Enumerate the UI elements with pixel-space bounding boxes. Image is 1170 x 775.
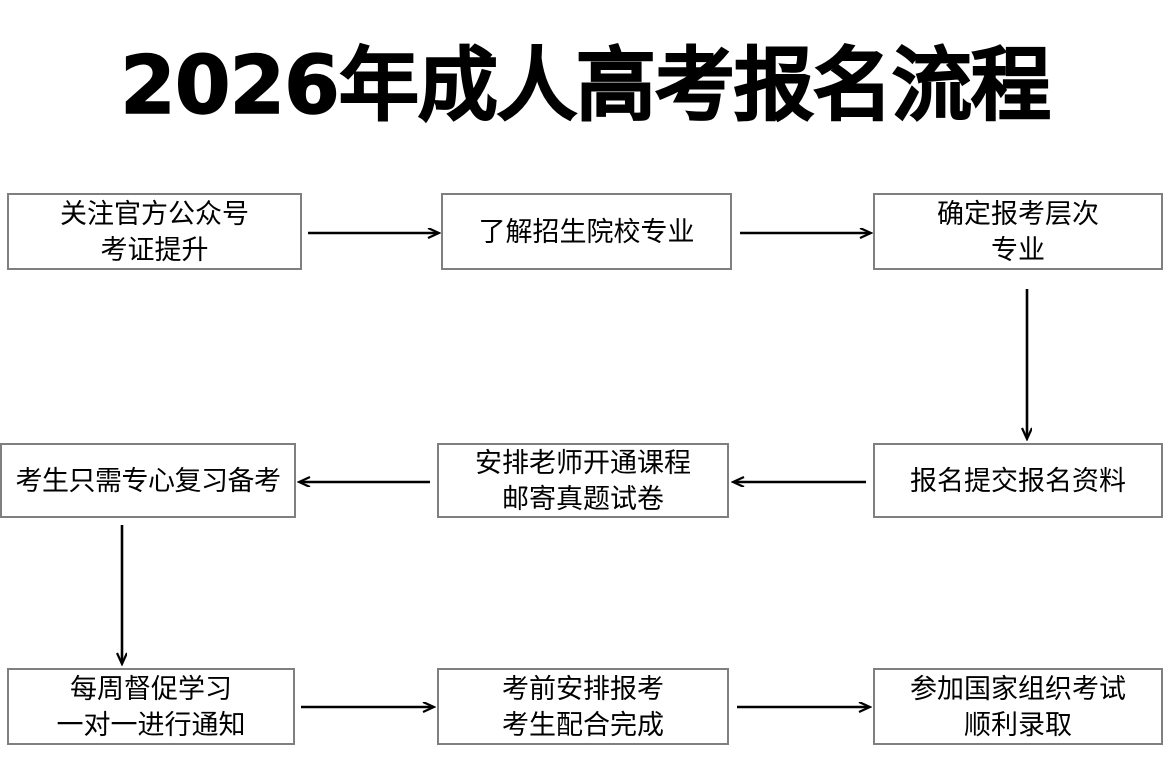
- flow-node-6-line-1: 报名提交报名资料: [910, 465, 1126, 496]
- flow-node-3[interactable]: 确定报考层次 专业: [873, 193, 1163, 270]
- flow-node-8[interactable]: 考前安排报考 考生配合完成: [437, 668, 729, 745]
- flow-node-9-line-2: 顺利录取: [964, 709, 1072, 740]
- flow-node-9-line-1: 参加国家组织考试: [910, 673, 1126, 704]
- flow-node-5-line-1: 安排老师开通课程: [475, 447, 691, 478]
- flow-node-4-line-1: 考生只需专心复习备考: [15, 465, 282, 496]
- flow-node-7[interactable]: 每周督促学习 一对一进行通知: [7, 668, 295, 745]
- flow-node-1[interactable]: 关注官方公众号 考证提升: [7, 193, 302, 270]
- flow-node-3-line-1: 确定报考层次: [937, 198, 1099, 229]
- flow-node-5[interactable]: 安排老师开通课程 邮寄真题试卷: [437, 443, 729, 518]
- flow-node-2-line-1: 了解招生院校专业: [478, 216, 695, 247]
- flow-node-3-line-2: 专业: [991, 234, 1045, 265]
- page-title: 2026年成人高考报名流程: [119, 38, 1051, 132]
- flow-node-1-line-2: 考证提升: [100, 234, 209, 265]
- flow-node-9[interactable]: 参加国家组织考试 顺利录取: [873, 668, 1163, 745]
- flow-node-7-line-2: 一对一进行通知: [56, 709, 246, 740]
- flow-node-6[interactable]: 报名提交报名资料: [873, 443, 1163, 518]
- flow-node-2[interactable]: 了解招生院校专业: [441, 193, 732, 270]
- flow-node-7-line-1: 每周督促学习: [70, 673, 232, 704]
- flow-node-5-line-2: 邮寄真题试卷: [502, 483, 664, 514]
- flow-node-8-line-2: 考生配合完成: [502, 709, 664, 740]
- flow-node-4[interactable]: 考生只需专心复习备考: [0, 443, 296, 518]
- flow-node-1-line-1: 关注官方公众号: [60, 198, 249, 229]
- flow-node-8-line-1: 考前安排报考: [502, 673, 664, 704]
